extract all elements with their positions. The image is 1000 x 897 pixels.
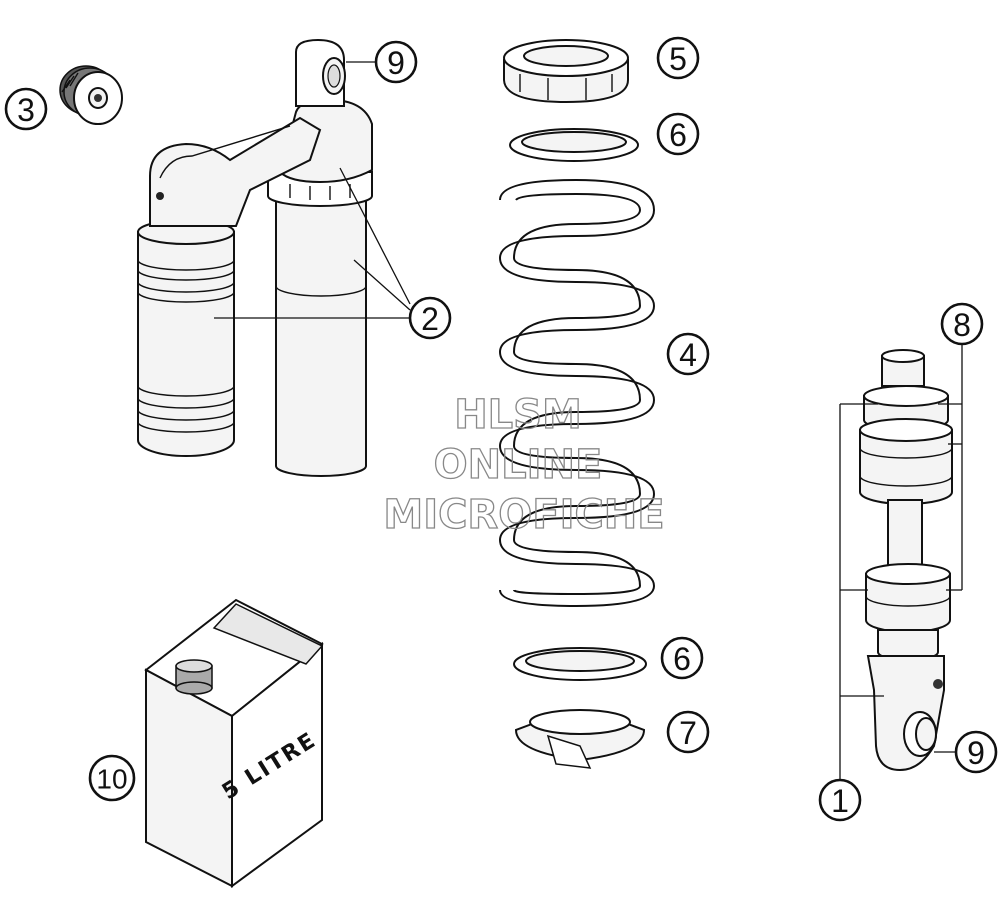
callout-5: 5: [656, 36, 700, 80]
callout-9-top: 9: [374, 40, 418, 84]
callout-10: 10: [88, 754, 136, 802]
callout-2-label: 2: [421, 301, 439, 337]
callout-1-label: 1: [831, 783, 849, 819]
part-washer-upper: [509, 128, 639, 162]
part-coil-spring: [498, 178, 656, 608]
part-spring-retainer: [514, 709, 646, 769]
callout-7: 7: [666, 710, 710, 754]
watermark-line-3: MICROFICHE: [383, 492, 664, 538]
callout-3: 3: [4, 87, 48, 131]
callout-6-top: 6: [656, 112, 700, 156]
callout-3-label: 3: [17, 92, 35, 128]
callout-5-label: 5: [669, 41, 687, 77]
callout-6-bottom: 6: [660, 636, 704, 680]
callout-9-bottom: 9: [954, 730, 998, 774]
callout-8-label: 8: [953, 307, 971, 343]
callout-10-label: 10: [96, 764, 127, 795]
watermark-line-1: HLSM: [454, 392, 582, 438]
callout-4-label: 4: [679, 337, 697, 373]
callout-2: 2: [408, 296, 452, 340]
watermark: HLSM ONLINE MICROFICHE: [383, 391, 666, 538]
part-washer-lower: [513, 647, 647, 681]
callout-8: 8: [940, 302, 984, 346]
part-damper-assembly: [859, 349, 953, 772]
callout-9-top-label: 9: [387, 45, 405, 81]
part-adjusting-nut: [503, 39, 629, 104]
callout-9-bottom-label: 9: [967, 735, 985, 771]
part-oil-can: 5 LITRE: [144, 598, 324, 888]
callout-4: 4: [666, 332, 710, 376]
callout-6-bottom-label: 6: [673, 641, 691, 677]
callout-6-top-label: 6: [669, 117, 687, 153]
watermark-line-2: ONLINE: [434, 442, 603, 488]
callout-1: 1: [818, 778, 862, 822]
part-shock-body-and-reservoir: [137, 38, 373, 477]
leader-lines: [214, 61, 963, 780]
callout-7-label: 7: [679, 715, 697, 751]
part-adjuster-knob: [59, 65, 123, 125]
